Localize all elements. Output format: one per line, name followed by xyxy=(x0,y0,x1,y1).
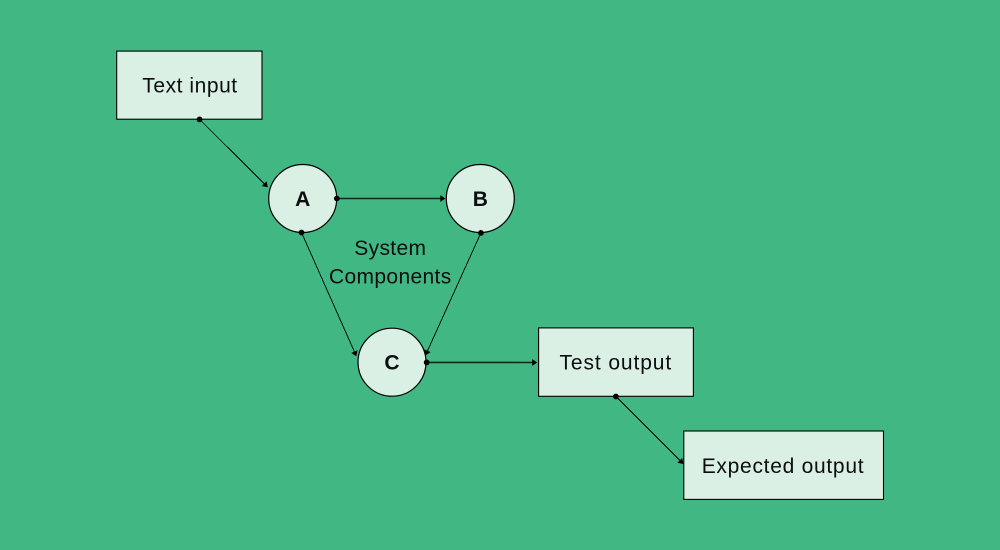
svg-text:C: C xyxy=(384,352,399,375)
svg-text:A: A xyxy=(295,188,310,211)
svg-text:System: System xyxy=(354,237,426,260)
svg-text:Components: Components xyxy=(329,266,452,289)
svg-text:Expected output: Expected output xyxy=(702,455,865,478)
svg-text:Test output: Test output xyxy=(559,351,672,374)
svg-text:B: B xyxy=(473,188,488,211)
svg-text:Text input: Text input xyxy=(142,74,237,97)
